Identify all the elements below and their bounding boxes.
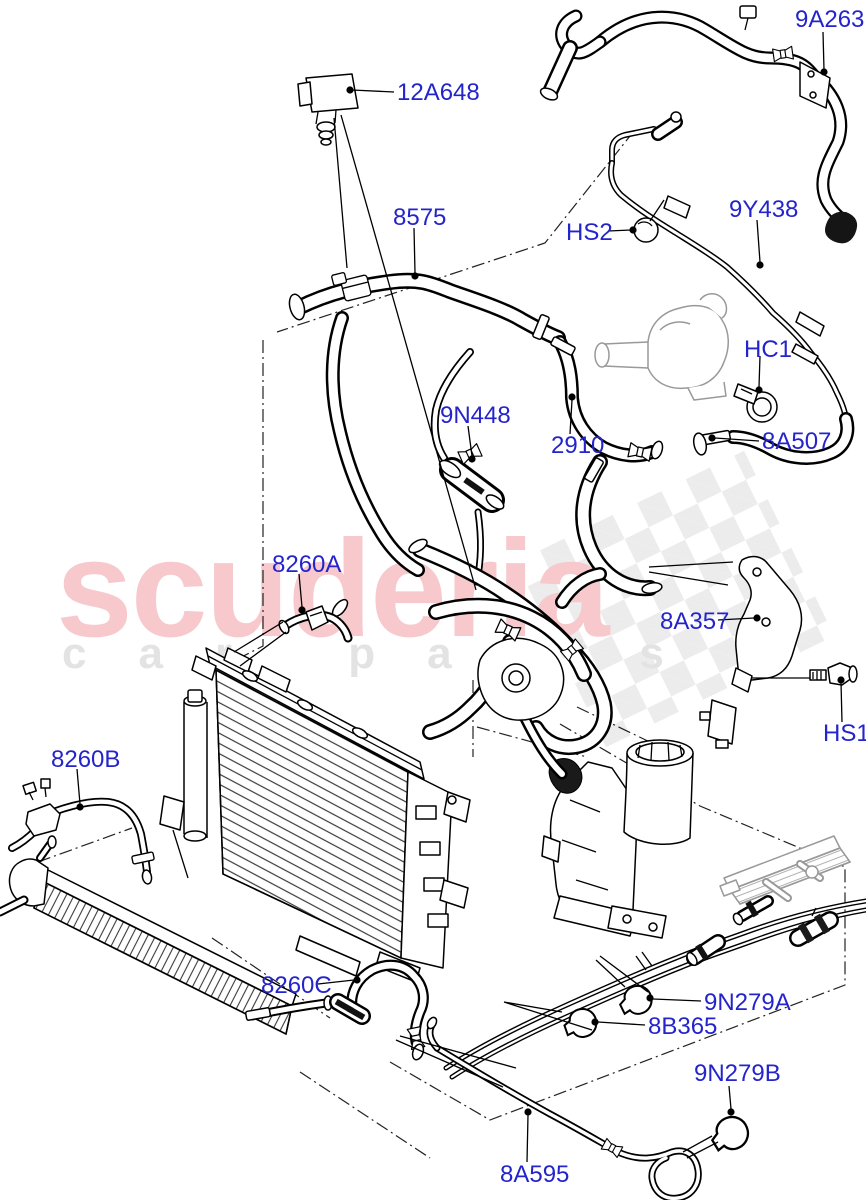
clamp-hc1 <box>733 383 778 423</box>
fuel-cooler <box>719 835 852 926</box>
sensor-12a648 <box>297 73 359 146</box>
part-label-9a263: 9A263 <box>795 6 865 33</box>
part-label-8260b: 8260B <box>51 746 121 773</box>
part-label-8575: 8575 <box>393 204 447 231</box>
bolt-hs1 <box>809 662 858 686</box>
expansion-reservoir <box>541 739 694 939</box>
part-label-hs2: HS2 <box>566 219 613 246</box>
pointer-lines <box>233 114 810 1159</box>
part-label-8a595: 8A595 <box>500 1161 570 1188</box>
part-label-8260a: 8260A <box>272 551 342 578</box>
part-label-9y438: 9Y438 <box>729 196 799 223</box>
part-label-8b365: 8B365 <box>648 1013 718 1040</box>
grommet-hs2 <box>633 217 659 243</box>
part-label-8a507: 8A507 <box>762 428 832 455</box>
part-label-9n279a: 9N279A <box>704 989 791 1016</box>
part-label-9n279b: 9N279B <box>694 1060 781 1087</box>
radiator <box>159 647 471 983</box>
part-label-8a357: 8A357 <box>660 608 730 635</box>
part-label-8260c: 8260C <box>261 972 332 999</box>
part-label-9n448: 9N448 <box>440 402 511 429</box>
bracket-8a357 <box>699 555 803 749</box>
part-label-hs1: HS1 <box>823 720 866 747</box>
hoses <box>12 5 866 1200</box>
part-label-2910: 2910 <box>551 432 605 459</box>
leader-lines <box>76 31 843 1163</box>
part-label-hc1: HC1 <box>744 336 793 363</box>
oil-cooler <box>0 835 333 1036</box>
thermostat-housing <box>594 293 729 401</box>
leader-dots <box>76 68 845 1116</box>
part-label-12a648: 12A648 <box>397 79 480 106</box>
